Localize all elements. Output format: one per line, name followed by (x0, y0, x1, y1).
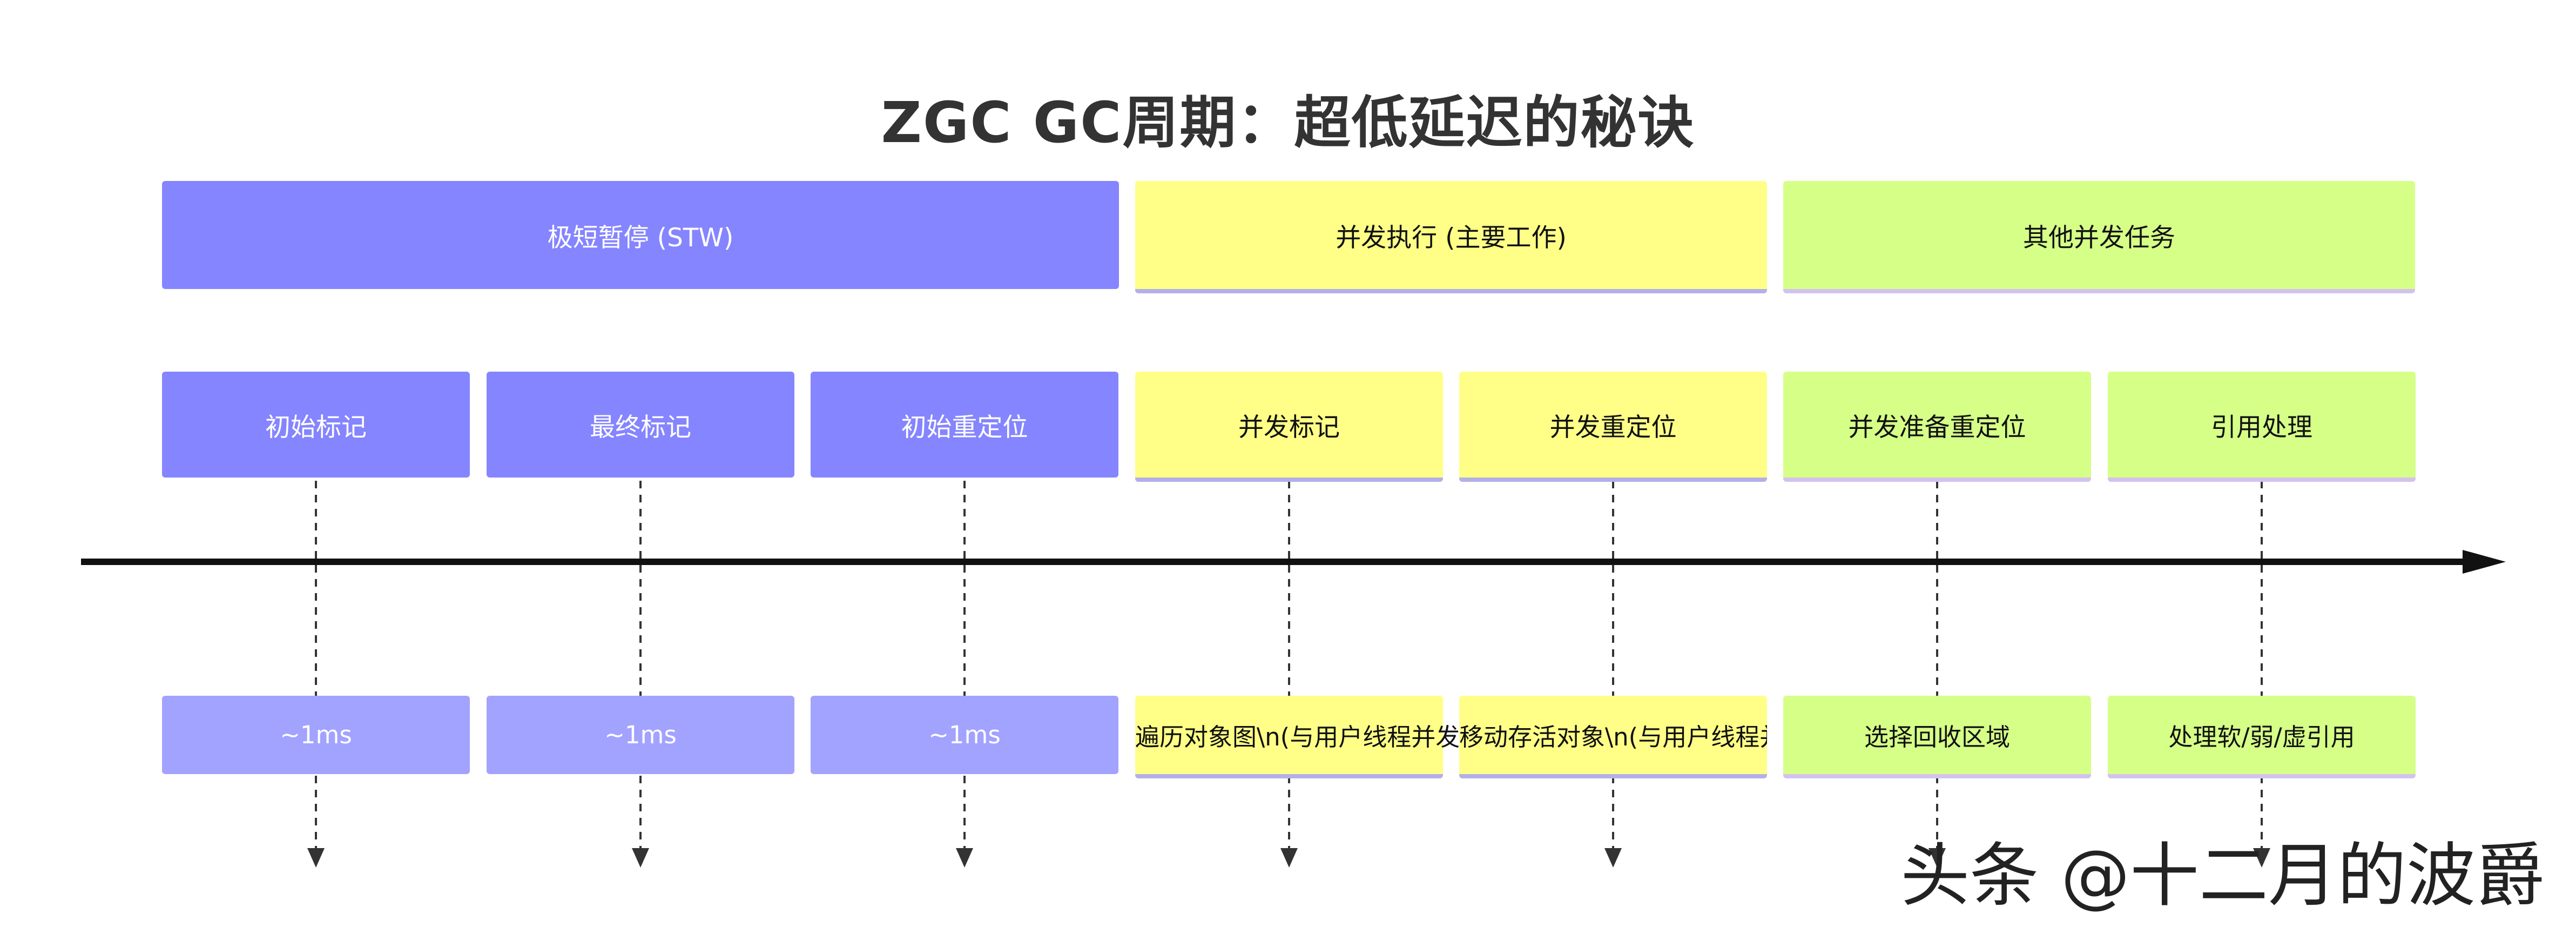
watermark-text: 头条 @十二月的波爵 (1900, 836, 2545, 916)
group-other-concurrent: 其他并发任务 (1783, 181, 2415, 293)
phase-initial-mark: 初始标记 (162, 372, 470, 478)
phase-prepare-relocate: 并发准备重定位 (1783, 372, 2091, 482)
group-stw: 极短暂停 (STW) (162, 181, 1119, 289)
detail-initial-relocate: ~1ms (811, 696, 1118, 774)
phase-final-mark: 最终标记 (487, 372, 794, 478)
group-concurrent: 并发执行 (主要工作) (1135, 181, 1767, 293)
detail-prepare-relocate: 选择回收区域 (1783, 696, 2091, 778)
detail-initial-mark: ~1ms (162, 696, 470, 774)
detail-concurrent-mark: 遍历对象图\n(与用户线程并发) (1135, 696, 1469, 778)
dashed-connectors (307, 481, 2270, 868)
phase-concurrent-relocate: 并发重定位 (1459, 372, 1767, 482)
detail-reference-processing: 处理软/弱/虚引用 (2108, 696, 2416, 778)
diagram-title: ZGC GC周期：超低延迟的秘诀 (881, 90, 1695, 156)
detail-final-mark: ~1ms (487, 696, 794, 774)
timeline-arrowhead (2463, 550, 2506, 574)
phase-concurrent-mark: 并发标记 (1135, 372, 1443, 482)
phase-reference-processing: 引用处理 (2108, 372, 2416, 482)
phase-initial-relocate: 初始重定位 (811, 372, 1118, 478)
detail-concurrent-relocate: 移动存活对象\n(与用户线程并发) (1459, 696, 1767, 778)
